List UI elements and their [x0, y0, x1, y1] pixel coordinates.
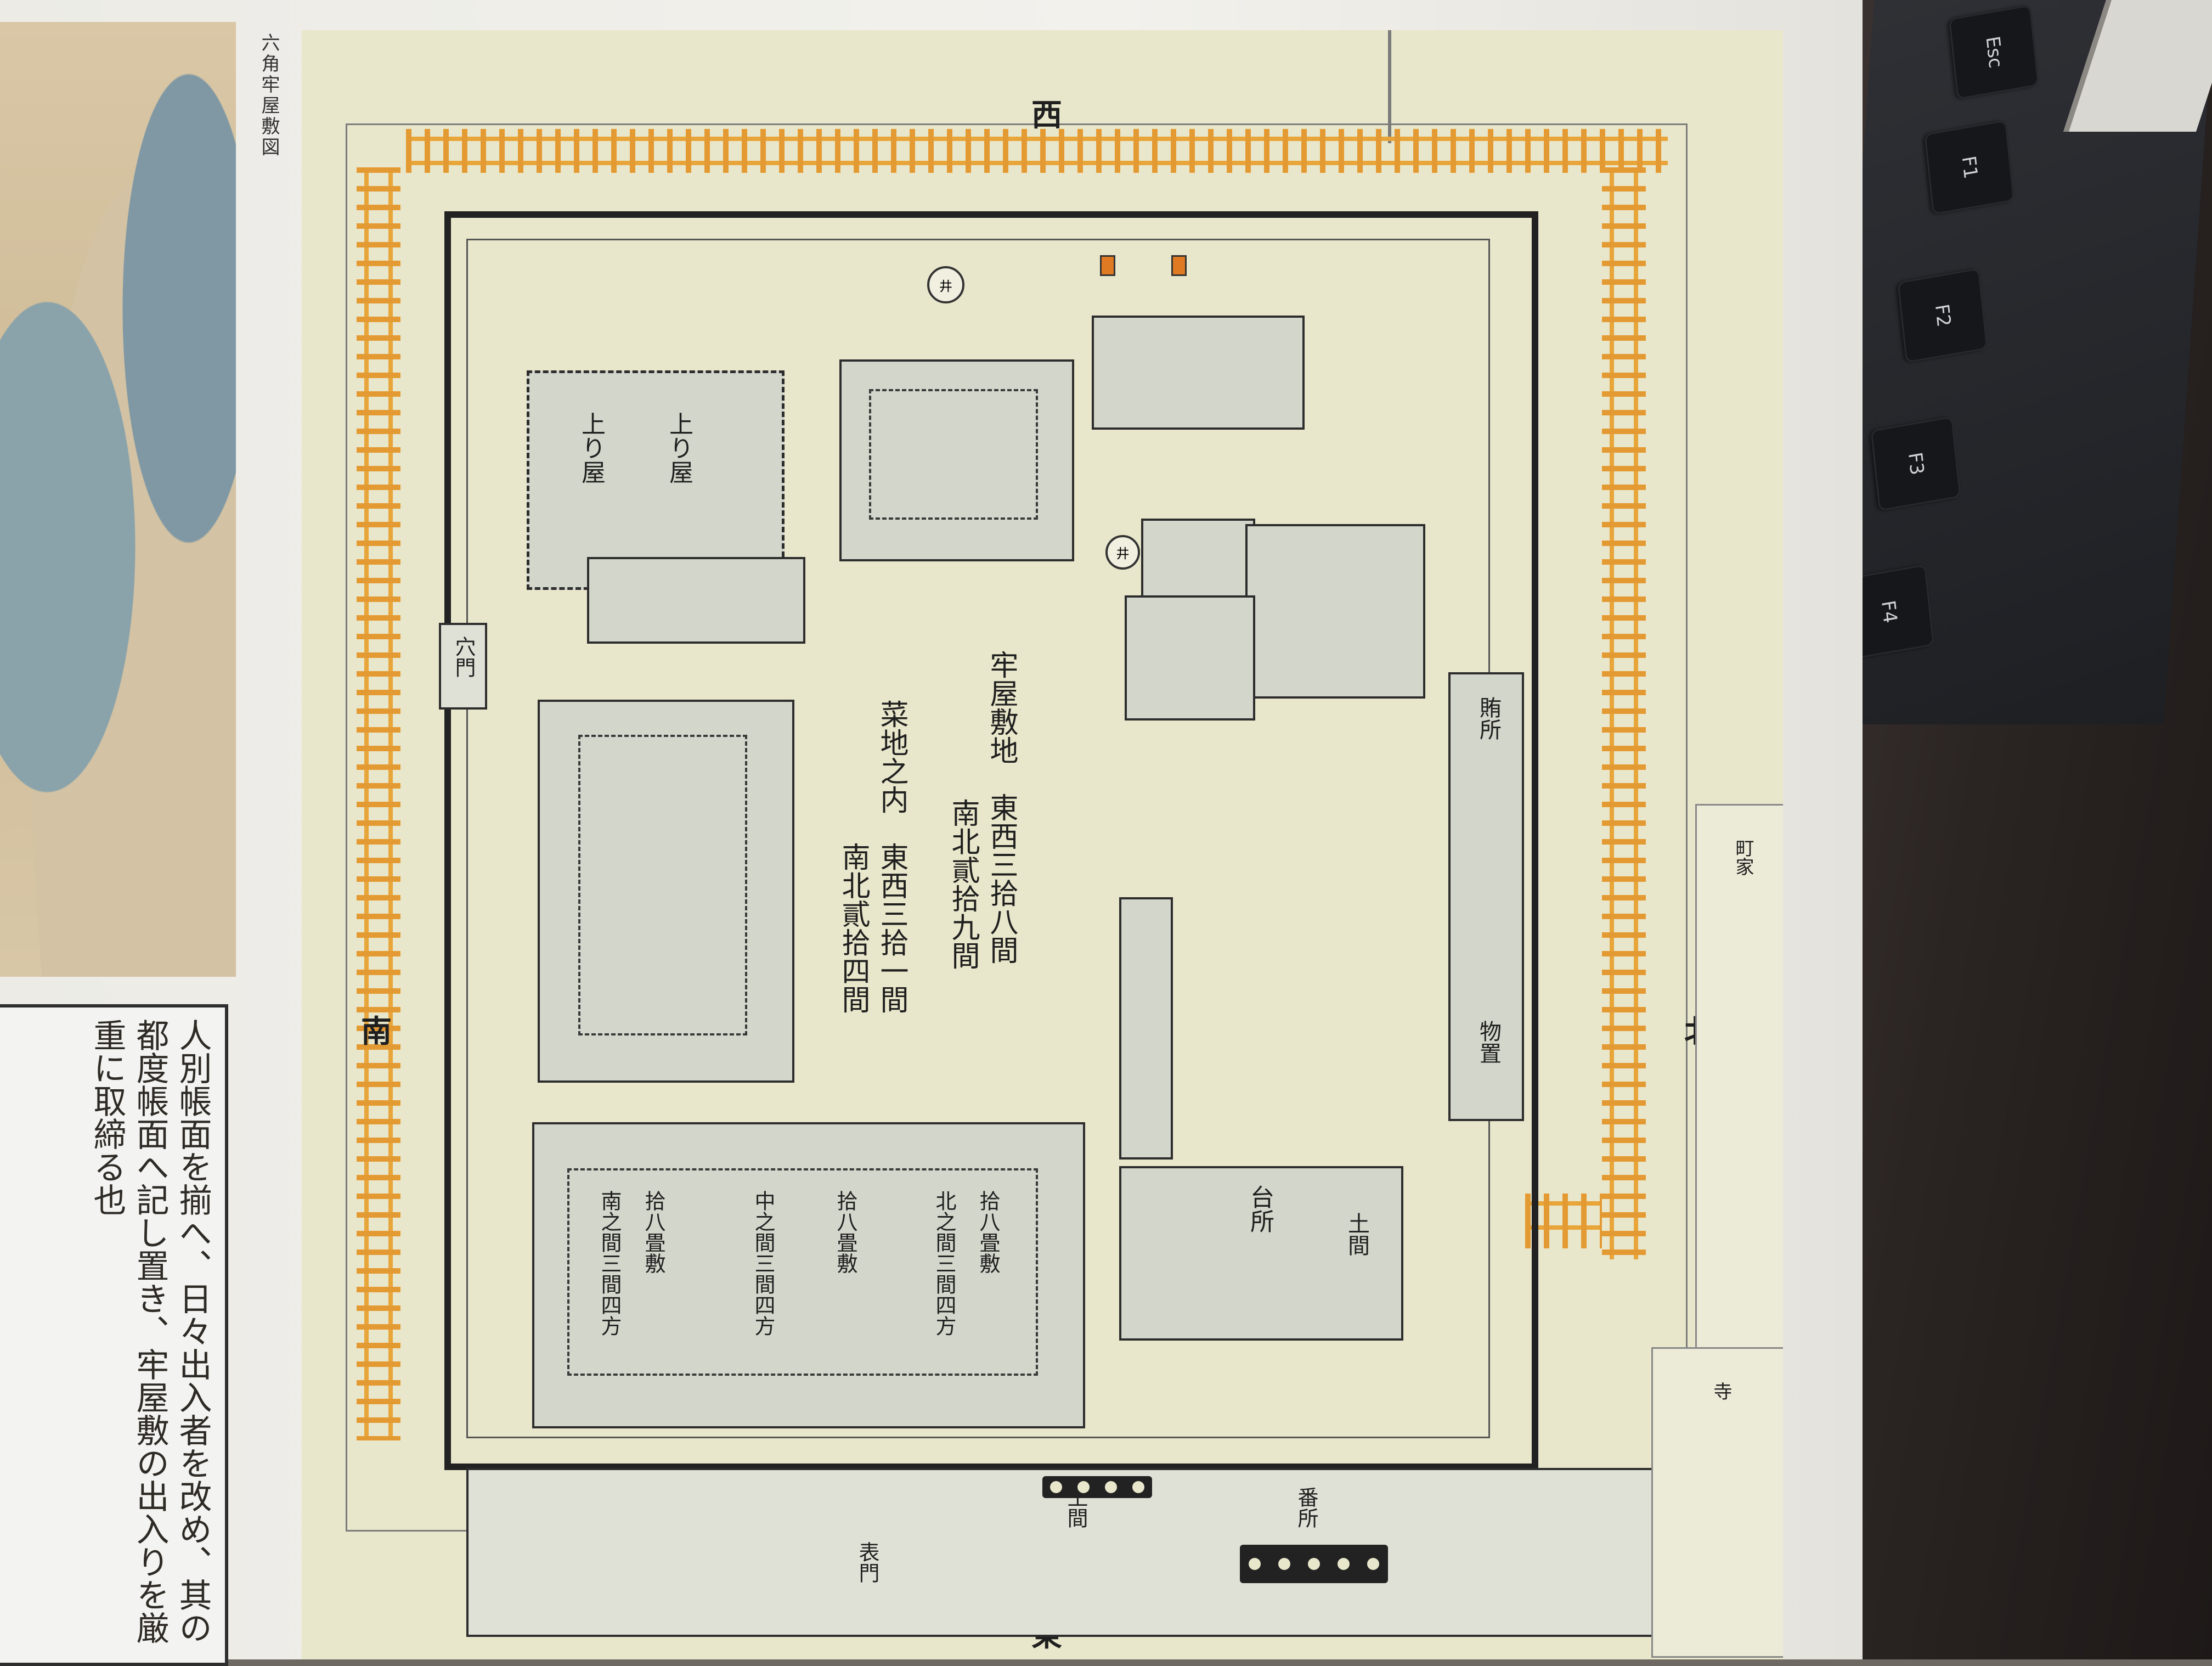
temple-label: 寺 — [1710, 1382, 1732, 1400]
fence-west — [357, 167, 400, 1440]
corridor-block — [1119, 897, 1173, 1160]
storage-label: 物置 — [1476, 1020, 1501, 1064]
central-north-block — [839, 359, 1074, 561]
upper-room-label-2: 上り屋 — [665, 412, 693, 484]
calligraphy-text: 人別帳面を揃へ、日々出入者を改め、其の都度帳面へ記し置き、牢屋敷の出入りを厳重に… — [88, 1018, 212, 1644]
well-icon: 井 — [927, 266, 964, 303]
east-room-large — [1245, 524, 1425, 699]
upper-room-label: 上り屋 — [577, 412, 605, 484]
kitchen-block: 台所 土間 — [1119, 1166, 1403, 1341]
compass-south: 南 — [361, 1014, 392, 1050]
key-f1: F1 — [1924, 120, 2015, 215]
fence-north — [406, 129, 1668, 173]
middle-room-block — [538, 700, 794, 1083]
northeast-block — [1092, 316, 1305, 430]
central-text-4: 南北貳拾四間 — [837, 842, 870, 1014]
lower-cell-block: 南之間三間四方 拾八畳敷 中之間三間四方 拾八畳敷 北之間三間四方 拾八畳敷 — [532, 1122, 1085, 1428]
orange-marker-2 — [1171, 255, 1187, 276]
annex-block — [587, 557, 805, 644]
key-f3: F3 — [1870, 416, 1961, 511]
east-wing-label: 賄所 — [1476, 696, 1501, 740]
east-room-lower — [1125, 595, 1255, 721]
prison-map: 西 南 北 東 上り屋 上り屋 井 穴門 南之間三間四方 拾八畳敷 中之間三 — [302, 30, 1783, 1659]
central-north-inner — [869, 389, 1038, 520]
south-room-label: 南之間三間四方 — [597, 1190, 622, 1336]
well-icon-2: 井 — [1105, 535, 1140, 570]
kitchen-label: 台所 — [1246, 1185, 1274, 1233]
west-gate: 穴門 — [439, 623, 487, 710]
guard-label: 番所 — [1294, 1487, 1318, 1528]
east-wing-block: 賄所 物置 — [1448, 672, 1524, 1121]
lower-cell-inner — [567, 1168, 1038, 1376]
book-page: 六角牢屋敷図 人別帳面を揃へ、日々出入者を改め、其の都度帳面へ記し置き、牢屋敷の… — [0, 0, 1863, 1666]
prison-wall — [444, 211, 1538, 1470]
lower-room-label: 拾八畳敷 — [641, 1190, 665, 1274]
dark-bar-1 — [1042, 1476, 1152, 1498]
road-line — [1388, 30, 1391, 143]
painting-illustration — [0, 22, 236, 977]
earth-floor-label: 土間 — [1344, 1212, 1369, 1256]
orange-marker — [1100, 255, 1115, 276]
lower-room-label-3: 拾八畳敷 — [976, 1190, 1000, 1274]
north-room-label: 北之間三間四方 — [932, 1190, 956, 1336]
dark-bar-2 — [1240, 1545, 1388, 1583]
gate-label: 表門 — [855, 1541, 879, 1583]
middle-room-label: 中之間三間四方 — [751, 1190, 775, 1336]
text-frame: 人別帳面を揃へ、日々出入者を改め、其の都度帳面へ記し置き、牢屋敷の出入りを厳重に… — [0, 1004, 228, 1666]
central-text-2: 南北貳拾九間 — [946, 798, 979, 970]
street-label: 町家 — [1732, 838, 1754, 876]
upper-room-block: 上り屋 上り屋 — [527, 370, 785, 590]
street-block: 町家 — [1695, 804, 1783, 1356]
central-text-1: 牢屋敷地 東西三拾八間 — [985, 650, 1018, 964]
central-text-3: 菜地之内 東西三拾一間 — [875, 700, 908, 1014]
lower-room-label-2: 拾八畳敷 — [833, 1190, 857, 1274]
key-esc: Esc — [1948, 4, 2040, 100]
west-gate-label: 穴門 — [452, 636, 476, 678]
temple-block: 寺 — [1651, 1347, 1783, 1658]
fence-east — [1602, 167, 1646, 1259]
key-f2: F2 — [1897, 268, 1988, 363]
middle-room-inner — [578, 735, 747, 1035]
figure-caption: 六角牢屋敷図 — [258, 33, 280, 158]
compass-west: 西 — [1031, 97, 1062, 133]
